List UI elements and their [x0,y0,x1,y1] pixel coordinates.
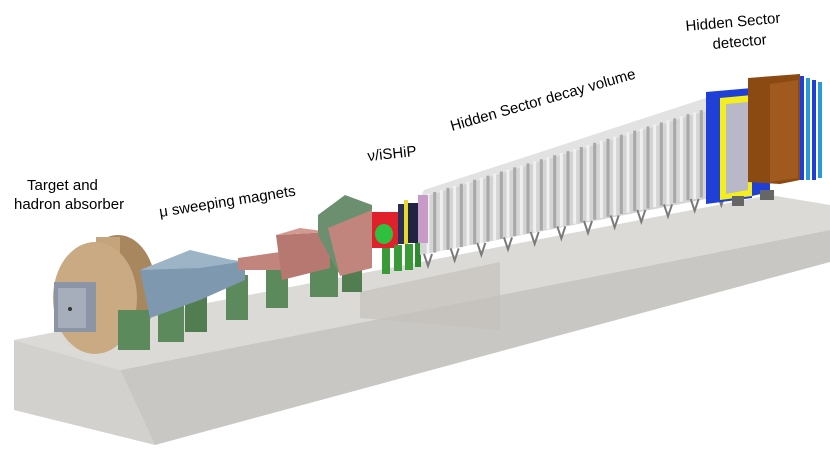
detector-inner [726,102,748,194]
decay-supports [423,193,727,270]
detector-plane [800,76,804,180]
magnet-pink-1 [238,252,282,270]
detector-support [760,190,774,200]
magnet-pink-3 [328,210,372,276]
label-nu-ship: ν/iSHiP [367,143,418,165]
magnet-pink-2-top [276,228,330,235]
floor-side [120,230,830,445]
detector-plane [812,80,816,180]
hidden-sector-detector [706,74,822,206]
label-decay-volume: Hidden Sector decay volume [448,66,637,135]
decay-support-leg [529,231,540,248]
floor-front [14,340,155,445]
decay-support-leg [476,242,487,259]
floor-slab [14,195,830,445]
decay-support-leg [663,204,673,220]
decay-support-leg [583,220,593,237]
nu-support [405,244,413,270]
magnet-blue-1 [140,255,245,318]
decay-support-leg [449,248,460,264]
decay-support-leg [689,198,700,215]
detector-plane [806,78,810,180]
decay-support-leg [636,209,647,226]
label-target-line1: Target and [27,177,98,194]
nu-module-2 [408,203,418,243]
target-box-face [58,288,86,328]
target-center [68,307,72,311]
label-target-line2: hadron absorber [14,196,124,213]
decay-support-leg [423,253,433,270]
detector-brown-face [770,80,798,182]
decay-support-leg [609,215,620,231]
label-sweeping-magnets: μ sweeping magnets [158,183,297,221]
detector-plane [818,82,822,178]
magnet-blue-1-top [140,250,240,270]
support-block [118,310,150,350]
nu-ship-detector [372,200,421,274]
nu-support [382,248,390,274]
magnet-pink-2 [276,232,330,280]
support-block [226,275,248,320]
decay-volume-top [420,96,728,198]
decay-entrance-frame [418,195,428,243]
sweeping-magnets [140,195,372,318]
nu-support [415,243,421,267]
label-detector-line1: Hidden Sector [685,10,781,35]
nu-green-disk [375,224,393,244]
decay-support-leg [556,226,567,242]
nu-module-1 [398,204,408,244]
label-detector-line2: detector [712,31,767,53]
detector-support [732,196,744,206]
floor-step [360,262,500,330]
nu-support [394,245,402,271]
nu-module-frame [404,200,408,244]
decay-support-leg [503,237,513,253]
